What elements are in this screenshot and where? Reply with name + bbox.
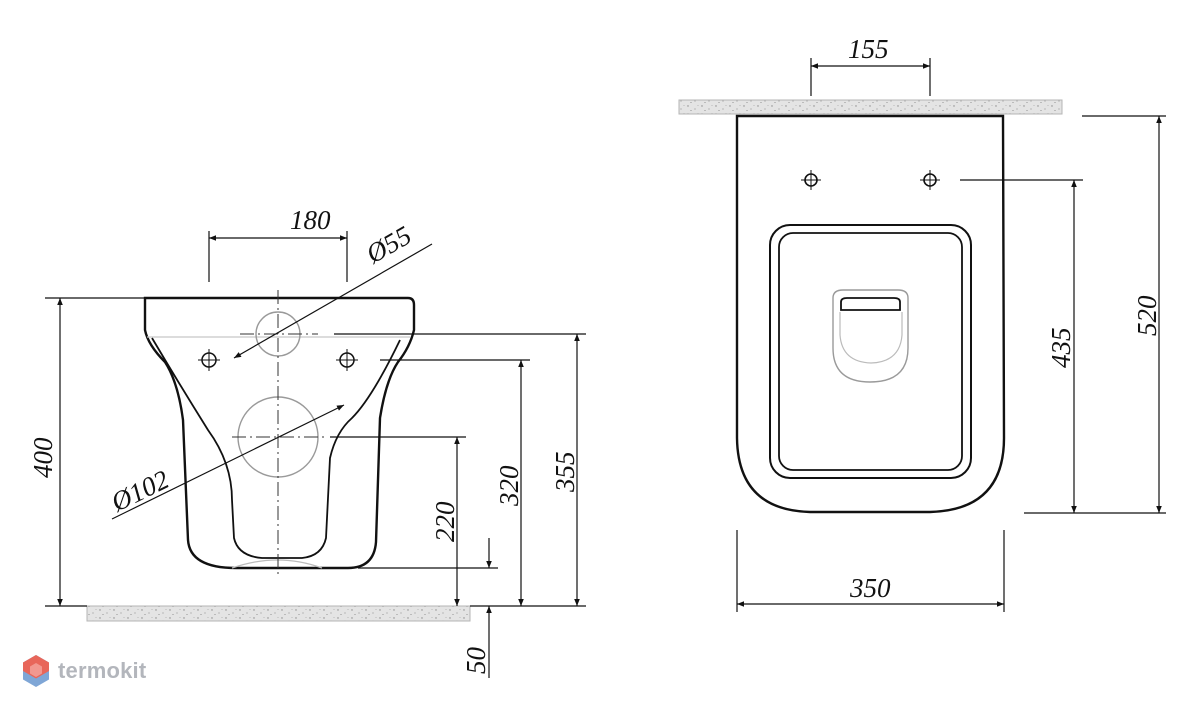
dim-top-bolt-depth: 435 bbox=[1046, 328, 1076, 369]
front-bolt-hole-right bbox=[336, 349, 358, 371]
top-bolt-hole-left bbox=[801, 170, 821, 190]
top-bolt-hole-right bbox=[920, 170, 940, 190]
dim-520-lines bbox=[1082, 115, 1166, 513]
dim-front-width: 180 bbox=[290, 205, 331, 235]
wall-slab bbox=[678, 99, 1063, 115]
front-bolt-hole-left bbox=[198, 349, 220, 371]
dim-320-lines bbox=[380, 359, 530, 607]
dim-350-lines bbox=[736, 530, 1005, 612]
dim-outlet-55: Ø55 bbox=[360, 220, 416, 270]
front-centre-lines bbox=[232, 290, 326, 575]
front-trap-inner bbox=[151, 337, 401, 559]
dim-top-bolt-spacing: 155 bbox=[848, 34, 889, 64]
dim-155-lines bbox=[810, 58, 931, 96]
seat-outer bbox=[769, 224, 972, 479]
dim-50-lines bbox=[358, 538, 498, 678]
front-view: 180 Ø55 Ø102 400 220 320 bbox=[28, 205, 586, 678]
top-body-outline bbox=[735, 114, 1006, 514]
seat-inner bbox=[778, 232, 963, 471]
dim-outlet-height: 220 bbox=[430, 501, 460, 542]
brand-name: termokit bbox=[58, 658, 147, 683]
bowl-flush-slot bbox=[840, 297, 901, 311]
dim-top-depth: 520 bbox=[1132, 295, 1162, 336]
bowl-opening bbox=[832, 289, 909, 383]
hexagon-logo-icon bbox=[23, 655, 49, 687]
dim-front-width-lines bbox=[208, 231, 348, 282]
dim-400-lines bbox=[45, 297, 145, 607]
dim-355-lines bbox=[334, 333, 586, 607]
front-bowl-outline bbox=[143, 296, 416, 570]
floor-slab bbox=[86, 605, 471, 622]
leader-102 bbox=[111, 404, 345, 520]
dim-total-height: 355 bbox=[550, 452, 580, 494]
dim-220-lines bbox=[330, 436, 466, 606]
leader-55 bbox=[233, 243, 433, 359]
brand-logo: termokit bbox=[22, 654, 146, 688]
top-view: 155 350 435 520 bbox=[678, 34, 1166, 612]
dim-bolt-height: 320 bbox=[494, 465, 524, 507]
dim-top-width: 350 bbox=[849, 573, 891, 603]
dim-front-height: 400 bbox=[28, 437, 58, 478]
dim-outlet-102: Ø102 bbox=[106, 464, 174, 518]
bowl-water bbox=[839, 312, 903, 364]
dim-floor-gap: 50 bbox=[461, 647, 491, 675]
dim-435-lines bbox=[960, 179, 1166, 514]
